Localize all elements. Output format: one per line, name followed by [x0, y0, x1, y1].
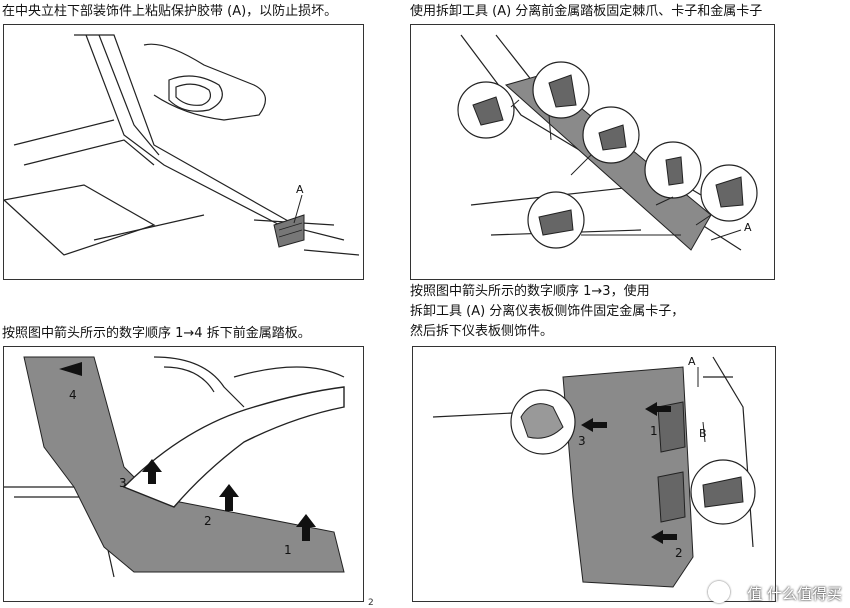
step1-illustration: A — [3, 24, 364, 280]
step-number-1: 1 — [650, 424, 658, 438]
label-a: A — [688, 355, 696, 368]
step4-illustration: A B 1 2 3 — [412, 346, 776, 602]
step4-caption-line1: 按照图中箭头所示的数字顺序 1→3，使用 — [410, 284, 650, 299]
step2-illustration: A — [410, 24, 775, 280]
step3-illustration: 4 3 2 1 — [3, 346, 364, 602]
step-number-3: 3 — [119, 476, 127, 490]
step3-caption: 按照图中箭头所示的数字顺序 1→4 拆下前金属踏板。 — [2, 326, 311, 341]
step1-caption: 在中央立柱下部装饰件上粘贴保护胶带 (A)，以防止损坏。 — [2, 4, 338, 19]
label-b: B — [699, 427, 707, 440]
step-number-4: 4 — [69, 388, 77, 402]
step4-caption-line3: 然后拆下仪表板侧饰件。 — [410, 324, 554, 339]
label-a: A — [296, 183, 304, 196]
step4-caption-line2: 拆卸工具 (A) 分离仪表板侧饰件固定金属卡子， — [410, 304, 685, 319]
watermark: 值 什么值得买 — [747, 585, 842, 603]
label-a: A — [744, 221, 752, 234]
step-number-3: 3 — [578, 434, 586, 448]
page-mark: 2 — [368, 598, 374, 608]
step2-caption: 使用拆卸工具 (A) 分离前金属踏板固定棘爪、卡子和金属卡子 — [410, 4, 763, 19]
step-number-2: 2 — [204, 514, 212, 528]
watermark-logo-icon — [708, 581, 730, 603]
step-number-1: 1 — [284, 543, 292, 557]
step-number-2: 2 — [675, 546, 683, 560]
